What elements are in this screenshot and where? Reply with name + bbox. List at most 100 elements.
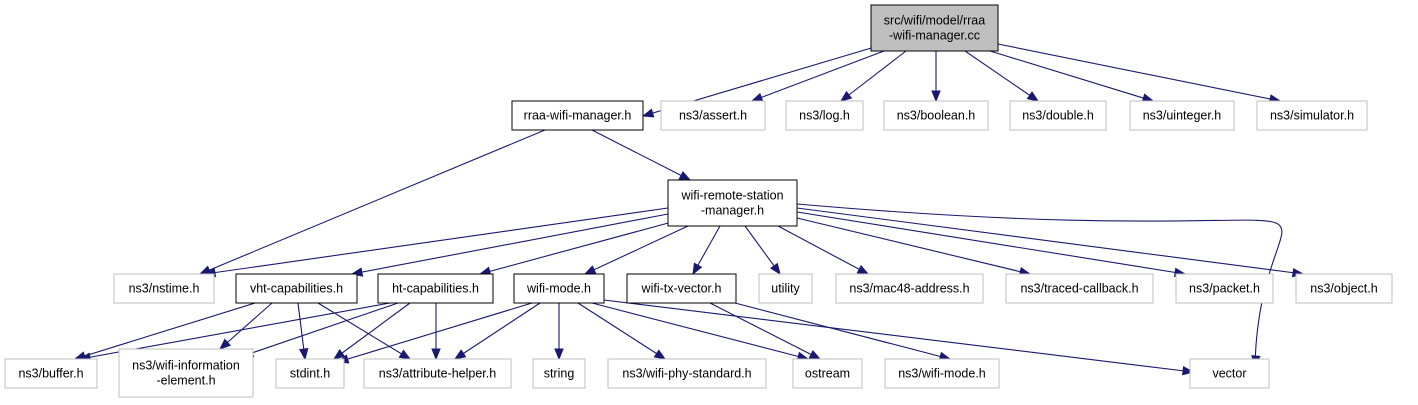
node-label-root-1: -wifi-manager.cc <box>889 29 980 43</box>
node-label-uinteger: ns3/uinteger.h <box>1143 109 1222 123</box>
node-phystd: ns3/wifi-phy-standard.h <box>607 358 767 389</box>
node-box-wie <box>118 348 254 398</box>
arrowhead-root-double <box>1026 91 1040 102</box>
node-box-ht <box>377 273 494 304</box>
node-label-stdint: stdint.h <box>290 367 330 381</box>
node-box-string <box>532 358 586 389</box>
node-packet: ns3/packet.h <box>1175 273 1274 304</box>
node-label-ostream: ostream <box>805 367 850 381</box>
node-box-vht <box>235 273 358 304</box>
arrowhead-vht-wie <box>218 338 232 350</box>
edge-root-double <box>964 50 1039 102</box>
edge-wrsm-vht <box>351 213 669 275</box>
node-label-phystd: ns3/wifi-phy-standard.h <box>622 367 751 381</box>
node-traced: ns3/traced-callback.h <box>1005 273 1154 304</box>
edge-wmode-vector <box>603 299 1194 373</box>
arrowhead-wmode-vector <box>1182 366 1195 376</box>
edge-wmode-ostream <box>591 302 809 360</box>
node-vector: vector <box>1189 358 1270 389</box>
node-label-string: string <box>544 367 575 381</box>
edge-txvec-ostream <box>709 302 821 360</box>
arrowhead-vht-attr <box>398 349 412 360</box>
edge-rraa-nstime <box>199 129 546 275</box>
node-box-vector <box>1189 358 1270 389</box>
node-label-ns3wmode: ns3/wifi-mode.h <box>898 367 986 381</box>
edge-root-log <box>840 50 907 102</box>
node-box-attr <box>363 358 512 389</box>
node-box-assert <box>660 100 766 131</box>
node-wmode[interactable]: wifi-mode.h <box>513 273 605 304</box>
node-object: ns3/object.h <box>1295 273 1393 304</box>
edge-wmode-attr <box>454 302 541 360</box>
arrowhead-wmode-phystd <box>653 349 667 360</box>
node-mac48: ns3/mac48-address.h <box>835 273 984 304</box>
arrowhead-root-boolean <box>931 90 941 103</box>
edge-vht-attr <box>317 302 411 360</box>
node-label-ht: ht-capabilities.h <box>392 282 479 296</box>
node-root[interactable]: src/wifi/model/rraa-wifi-manager.cc <box>870 4 999 52</box>
edge-wmode-phystd <box>577 302 666 360</box>
arrowhead-wrsm-mac48 <box>856 264 870 275</box>
node-box-ns3wmode <box>884 358 1000 389</box>
node-box-packet <box>1175 273 1274 304</box>
node-box-nstime <box>113 273 215 304</box>
node-label-rraa: rraa-wifi-manager.h <box>524 109 632 123</box>
arrowhead-wmode-attr <box>453 349 467 360</box>
arrowhead-ht-attr <box>431 348 441 361</box>
node-label-vector: vector <box>1212 367 1246 381</box>
edge-wrsm-wmode <box>584 225 689 275</box>
node-label-log: ns3/log.h <box>799 109 850 123</box>
node-nstime: ns3/nstime.h <box>113 273 215 304</box>
node-buffer: ns3/buffer.h <box>4 358 98 389</box>
edge-txvec-ns3wmode <box>734 302 951 360</box>
node-box-double <box>1009 100 1107 131</box>
node-stdint: stdint.h <box>275 358 345 389</box>
node-box-phystd <box>607 358 767 389</box>
node-assert: ns3/assert.h <box>660 100 766 131</box>
node-wrsm[interactable]: wifi-remote-station-manager.h <box>667 179 798 227</box>
edge-ht-stdint <box>333 302 411 360</box>
node-label-nstime: ns3/nstime.h <box>129 282 200 296</box>
node-simulator: ns3/simulator.h <box>1256 100 1368 131</box>
arrowhead-root-rraa <box>641 108 655 118</box>
edges-layer <box>73 43 1305 376</box>
arrowhead-txvec-ostream <box>808 350 822 360</box>
node-box-buffer <box>4 358 98 389</box>
arrowhead-wrsm-txvec <box>692 262 703 276</box>
node-box-root <box>870 4 999 52</box>
arrowhead-wrsm-utility <box>769 262 781 276</box>
node-label-wmode: wifi-mode.h <box>526 282 591 296</box>
edge-wrsm-ht <box>479 221 673 275</box>
node-vht[interactable]: vht-capabilities.h <box>235 273 358 304</box>
node-utility: utility <box>758 273 813 304</box>
node-label-traced: ns3/traced-callback.h <box>1020 282 1138 296</box>
edge-root-assert <box>751 50 885 102</box>
node-box-wrsm <box>667 179 798 227</box>
edge-wrsm-packet <box>796 211 1186 275</box>
node-box-log <box>785 100 864 131</box>
node-box-simulator <box>1256 100 1368 131</box>
node-label-assert: ns3/assert.h <box>679 109 747 123</box>
edge-root-uinteger <box>989 50 1154 102</box>
node-ht[interactable]: ht-capabilities.h <box>377 273 494 304</box>
node-box-boolean <box>883 100 989 131</box>
node-log: ns3/log.h <box>785 100 864 131</box>
node-label-wie-1: -element.h <box>156 374 215 388</box>
node-attr: ns3/attribute-helper.h <box>363 358 512 389</box>
node-box-mac48 <box>835 273 984 304</box>
edge-vht-buffer <box>74 302 256 360</box>
node-box-wmode <box>513 273 605 304</box>
node-box-uinteger <box>1129 100 1235 131</box>
node-string: string <box>532 358 586 389</box>
node-box-stdint <box>275 358 345 389</box>
arrowhead-ht-stdint <box>332 348 346 360</box>
node-label-vht: vht-capabilities.h <box>250 282 343 296</box>
node-box-traced <box>1005 273 1154 304</box>
node-label-wie-0: ns3/wifi-information <box>132 359 240 373</box>
arrowhead-root-log <box>839 90 853 102</box>
node-txvec[interactable]: wifi-tx-vector.h <box>626 273 737 304</box>
arrowhead-root-assert <box>750 92 764 102</box>
node-rraa[interactable]: rraa-wifi-manager.h <box>511 100 644 131</box>
edge-wmode-stdint <box>337 302 533 363</box>
arrowhead-wmode-string <box>554 348 564 361</box>
